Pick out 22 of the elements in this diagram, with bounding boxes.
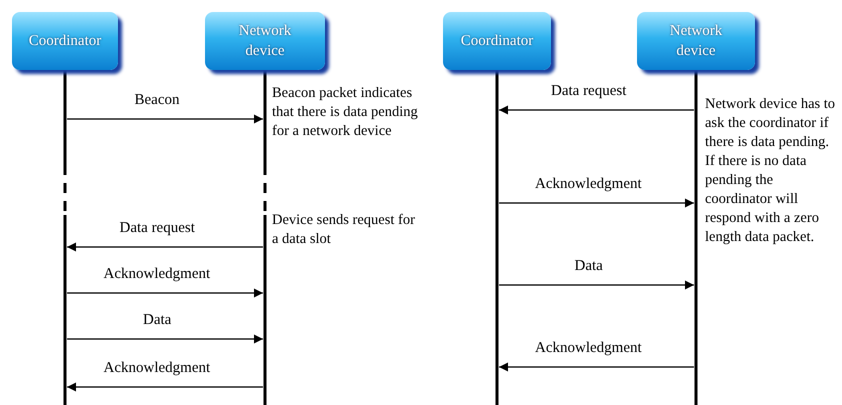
message-arrow (499, 198, 694, 208)
message-arrow (67, 288, 263, 298)
participant-box: Coordinator (443, 12, 551, 70)
participant-box: Network device (637, 12, 755, 70)
message-arrow (67, 242, 263, 252)
message-arrow (67, 334, 263, 344)
edge-label: Data request (549, 83, 628, 100)
message-arrow (67, 382, 263, 392)
edge-label: Acknowledgment (533, 176, 644, 193)
participant-box: Network device (205, 12, 325, 70)
edge-label: Data request (118, 220, 197, 237)
note-text: Network device has to ask the coordinator if there is data pending. If there is no data pending the coordinator will respond with a zero length data packet. (705, 95, 836, 247)
message-arrow (499, 280, 694, 290)
note-text: Beacon packet indicates that there is data pending for a network device (272, 84, 419, 141)
message-arrow (499, 106, 694, 114)
edge-label: Acknowledgment (533, 340, 644, 357)
participant-box: Coordinator (12, 12, 118, 70)
message-arrow (67, 114, 263, 124)
edge-label: Acknowledgment (102, 360, 212, 377)
edge-label: Acknowledgment (102, 266, 212, 283)
message-arrow (499, 362, 694, 372)
note-text: Device sends request for a data slot (272, 211, 416, 249)
